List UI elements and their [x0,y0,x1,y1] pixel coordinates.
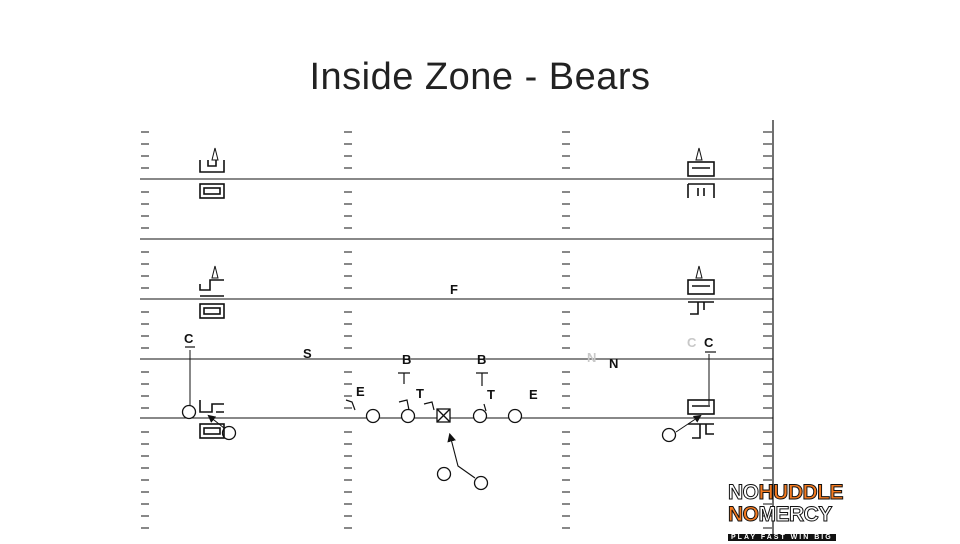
field-number-icon [688,423,714,439]
label-safety: S [303,346,312,361]
logo-line-2: NOMERCY [728,503,840,526]
no-huddle-no-mercy-logo: NOHUDDLE NOMERCY PLAY FAST WIN BIG [728,481,844,541]
label-corner-right: C [704,335,714,350]
right-tackle-player [507,408,523,424]
defender-stance-marks [185,346,716,412]
slot-left-block-arrow [207,414,225,429]
yard-lines [140,178,773,419]
field-number-icon [203,427,221,435]
left-guard-player [400,408,416,424]
tackle-left-mark [398,399,410,411]
label-free-safety: F [450,282,458,297]
field-number-icon [687,279,715,295]
logo-word: HUDDLE [758,481,844,504]
logo-line-1: NOHUDDLE [728,481,844,504]
direction-arrow-icon [211,147,219,161]
label-tackle-left: T [416,386,424,401]
linebacker-right-mark [476,372,488,386]
left-tackle-player [365,408,381,424]
logo-tagline: PLAY FAST WIN BIG [728,534,836,541]
hash-marks-inner-right [562,131,570,529]
field-number-icon [199,160,225,173]
field-number-icon [203,187,221,195]
tackle-right-mark [483,403,487,412]
field-number-icon [687,399,715,415]
logo-word: NO [728,481,760,504]
field-number-icon [203,307,221,315]
field-number-icon [199,183,225,199]
end-left-mark [345,399,356,411]
offense [181,404,677,491]
field-number-glyphs [199,147,715,439]
label-tackle-right: T [487,387,495,402]
right-guard-player [472,408,488,424]
label-nickel-ghost: N [587,350,596,365]
slot-receiver-left [221,425,237,441]
label-nickel: N [609,356,618,371]
hash-marks-left-sideline [141,131,149,529]
hash-marks-right-sideline [763,131,772,529]
center-mark [436,408,451,423]
field-number-icon [687,183,715,198]
wide-receiver-left [181,404,197,420]
label-linebacker-left: B [402,352,411,367]
direction-arrow-icon [695,265,703,279]
field-number-icon [199,400,224,413]
running-back-player [473,475,489,491]
label-corner-right-ghost: C [687,335,697,350]
logo-word: NO [728,503,760,526]
linebacker-left-mark [398,372,410,384]
label-end-left: E [356,384,365,399]
direction-arrow-icon [695,147,703,161]
field-number-icon [688,301,714,315]
field-number-icon [199,423,225,439]
field-number-icon [687,161,715,177]
label-end-right: E [529,387,538,402]
running-back-path-arrow [447,432,476,479]
logo-word: MERCY [758,503,833,526]
field-number-icon [199,303,225,319]
field-number-icon [199,279,224,297]
label-corner-left: C [184,331,194,346]
label-linebacker-right: B [477,352,486,367]
slide-title: Inside Zone - Bears [309,56,651,98]
quarterback-player [436,466,452,482]
direction-arrow-icon [211,265,219,279]
tackle-left-mark-2 [423,401,435,411]
hash-marks-inner-left [344,131,352,529]
wide-receiver-right [661,427,677,443]
